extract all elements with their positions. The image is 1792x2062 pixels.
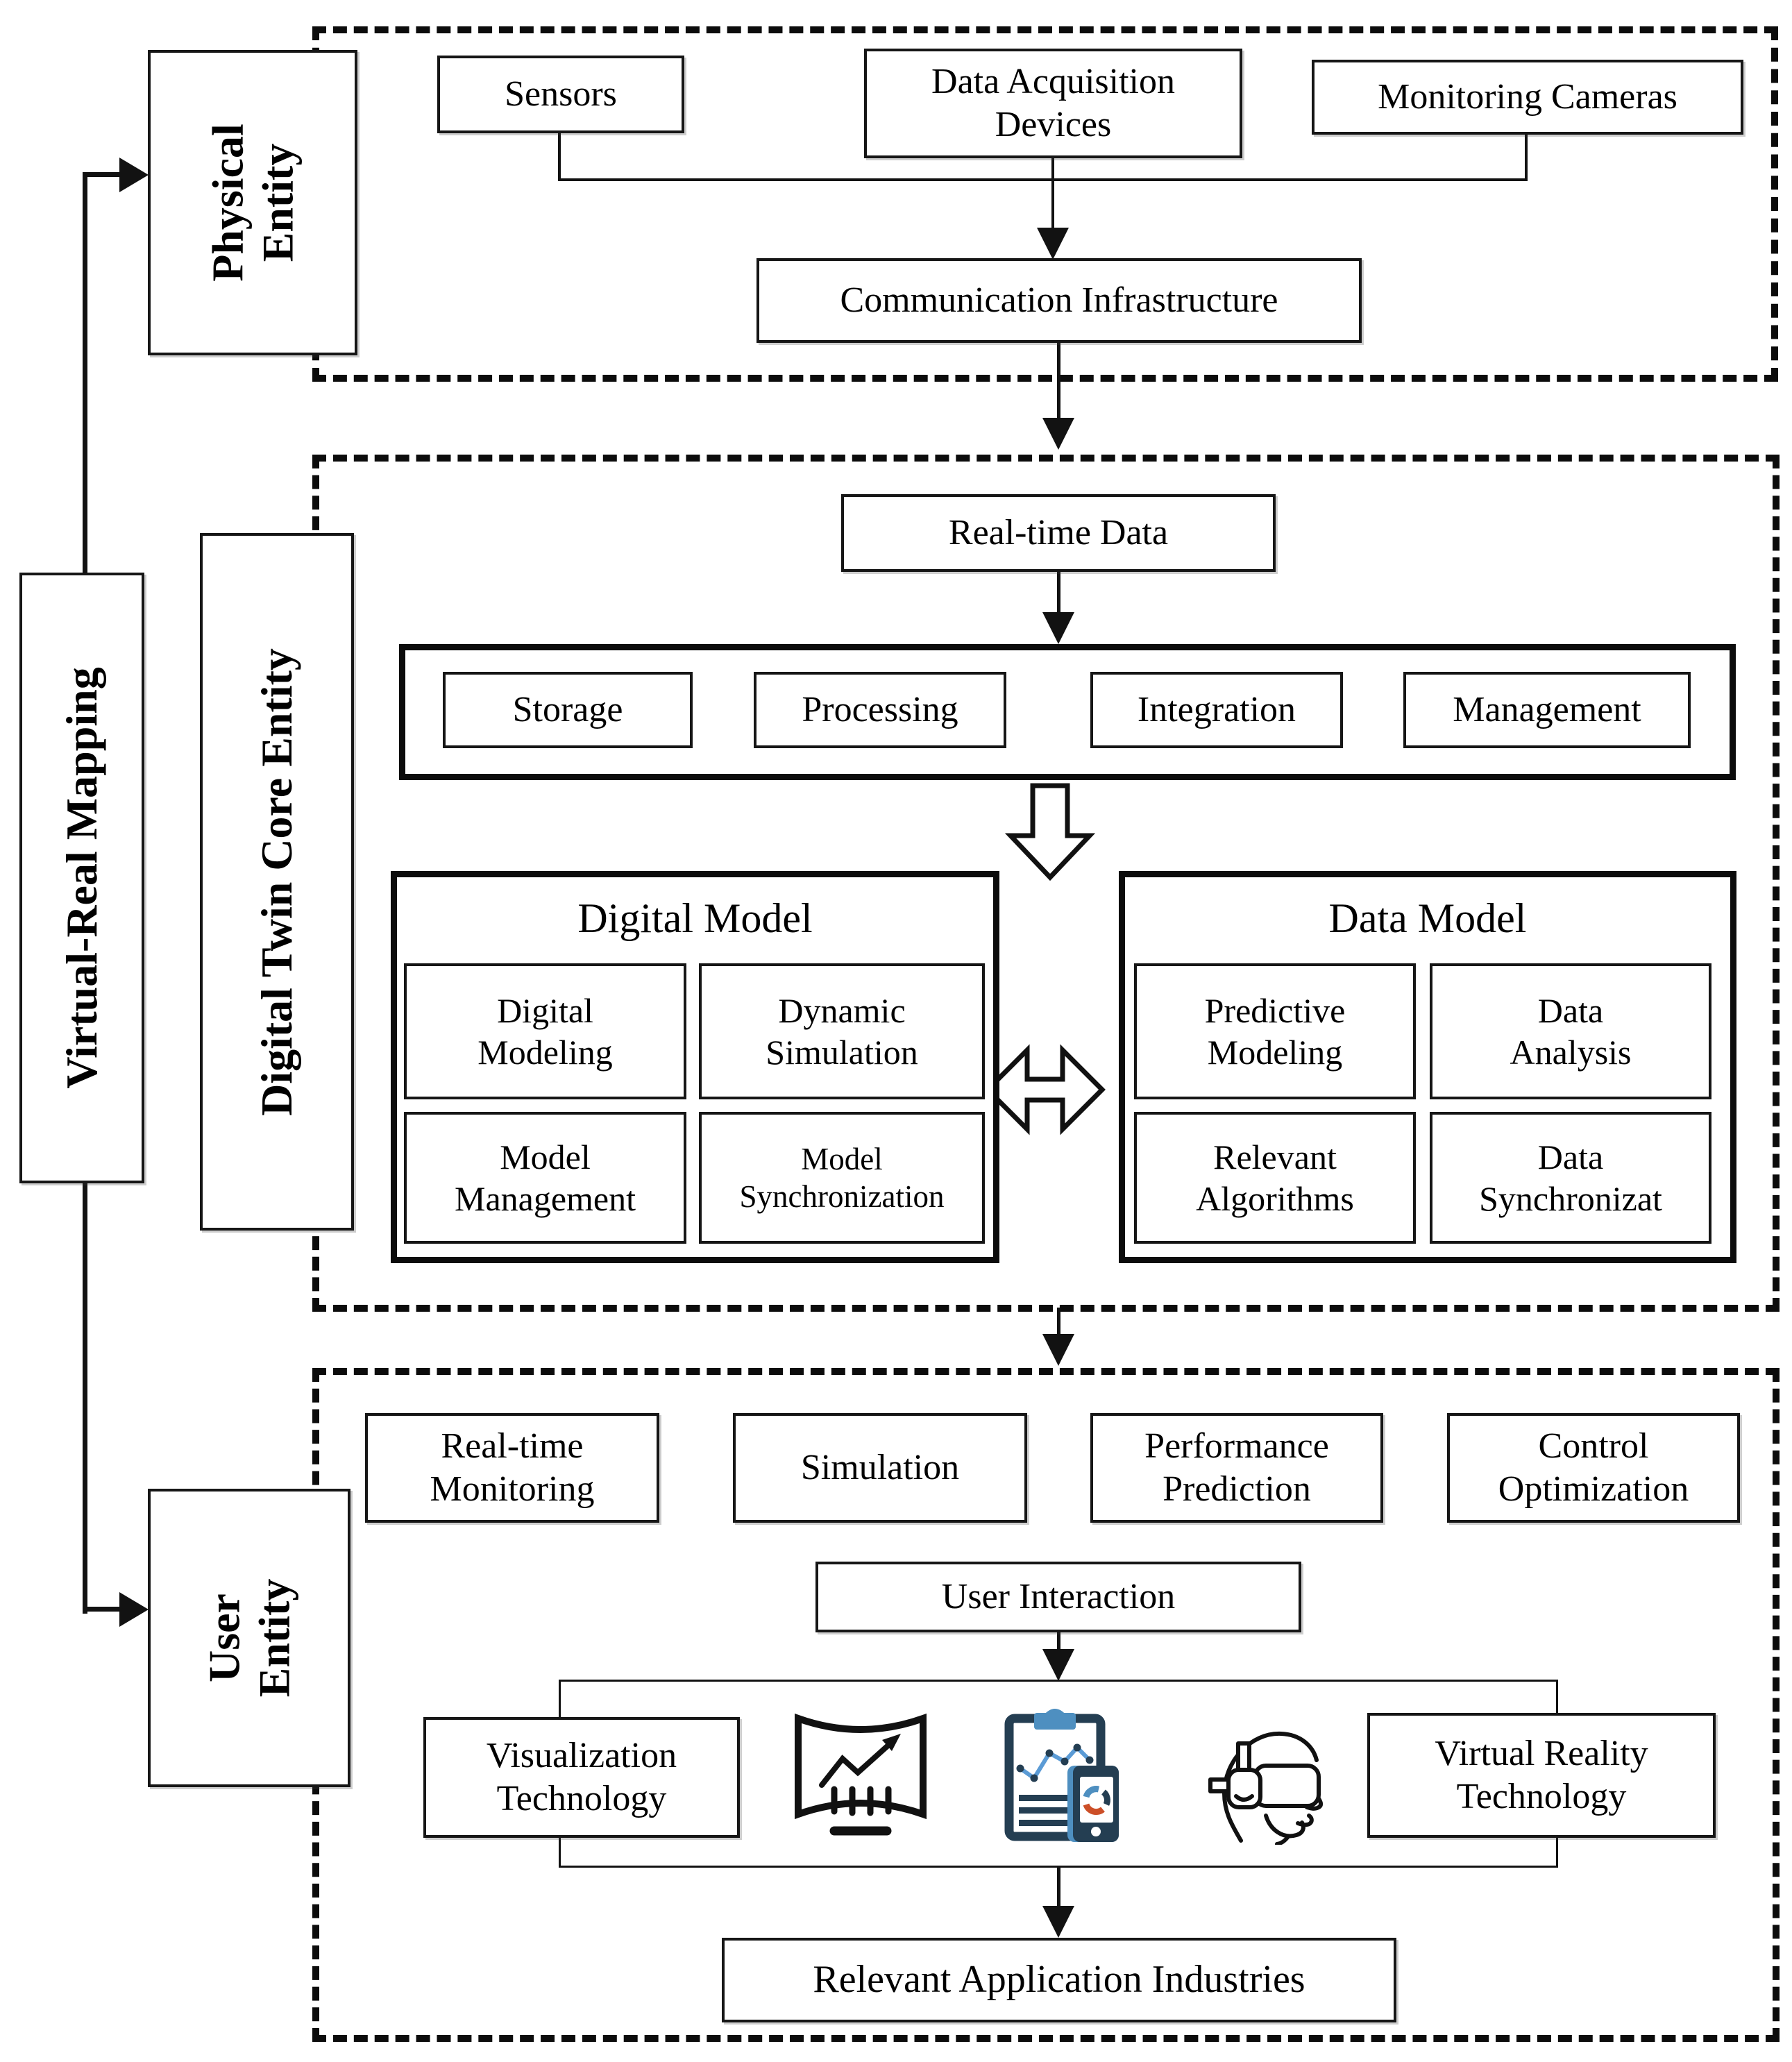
relevant-algorithms-box: Relevant Algorithms [1134, 1112, 1416, 1244]
physical-entity-label-box: Physical Entity [148, 50, 357, 355]
mapping-top-arrowhead-icon [119, 158, 149, 192]
visualization-technology-box: Visualization Technology [423, 1717, 740, 1838]
analytics-screen-icon [790, 1709, 931, 1845]
realtime-data-arrowhead-icon [1042, 612, 1074, 644]
user-interaction-label: User Interaction [941, 1576, 1176, 1616]
relevant-algorithms-label: Relevant Algorithms [1196, 1138, 1354, 1218]
collector-bus-line [558, 178, 1528, 181]
mapping-bottom-arrowhead-icon [119, 1592, 149, 1627]
realtime-monitoring-label: Real-time Monitoring [430, 1426, 595, 1509]
visualization-technology-label: Visualization Technology [486, 1735, 677, 1818]
realtime-data-box: Real-time Data [841, 494, 1276, 572]
storage-box: Storage [443, 672, 693, 748]
realtime-data-label: Real-time Data [948, 512, 1169, 552]
mapping-top-line [83, 172, 126, 177]
relevant-industries-label: Relevant Application Industries [813, 1958, 1305, 2002]
communication-infrastructure-label: Communication Infrastructure [840, 280, 1278, 320]
model-synchronization-label: Model Synchronization [739, 1142, 945, 1214]
data-acquisition-box: Data Acquisition Devices [864, 49, 1242, 158]
digital-twin-core-label: Digital Twin Core Entity [252, 648, 302, 1116]
user-entity-label-box: User Entity [148, 1489, 350, 1787]
mapping-bottom-line [83, 1607, 126, 1612]
integration-label: Integration [1137, 689, 1296, 729]
physical-entity-label: Physical Entity [203, 124, 302, 282]
model-exchange-double-arrow-icon [984, 1041, 1106, 1138]
data-acquisition-label: Data Acquisition Devices [931, 61, 1175, 144]
data-analysis-label: Data Analysis [1510, 991, 1632, 1072]
processing-box: Processing [754, 672, 1006, 748]
sensors-box: Sensors [437, 56, 684, 133]
storage-label: Storage [512, 689, 623, 729]
simulation-box: Simulation [733, 1413, 1027, 1523]
digital-modeling-box: Digital Modeling [404, 963, 686, 1099]
predictive-modeling-label: Predictive Modeling [1204, 991, 1346, 1072]
data-synchronization-box: Data Synchronizat [1430, 1112, 1711, 1244]
virtual-real-mapping-label: Virtual-Real Mapping [57, 667, 107, 1089]
digital-model-title: Digital Model [577, 895, 813, 941]
physical-to-core-arrowhead-icon [1042, 418, 1074, 450]
tech-bracket-top-line [559, 1680, 1558, 1682]
simulation-label: Simulation [800, 1447, 960, 1487]
model-management-box: Model Management [404, 1112, 686, 1244]
virtual-real-mapping-box: Virtual-Real Mapping [19, 573, 144, 1183]
cameras-drop-line [1525, 135, 1528, 180]
vr-headset-icon [1199, 1706, 1327, 1845]
model-synchronization-box: Model Synchronization [699, 1112, 985, 1244]
data-synchronization-label: Data Synchronizat [1479, 1138, 1662, 1218]
virtual-reality-technology-label: Virtual Reality Technology [1435, 1733, 1648, 1816]
monitoring-cameras-label: Monitoring Cameras [1378, 76, 1677, 117]
acquisition-arrowhead-icon [1037, 228, 1069, 260]
digital-modeling-label: Digital Modeling [477, 991, 613, 1072]
sensors-drop-line [558, 133, 561, 180]
communication-infrastructure-box: Communication Infrastructure [756, 258, 1362, 343]
model-management-label: Model Management [454, 1138, 636, 1218]
virtual-reality-technology-box: Virtual Reality Technology [1367, 1713, 1716, 1838]
data-model-title: Data Model [1328, 895, 1527, 941]
sensors-label: Sensors [505, 74, 617, 114]
monitoring-cameras-box: Monitoring Cameras [1312, 60, 1743, 135]
control-optimization-box: Control Optimization [1447, 1413, 1740, 1523]
integration-box: Integration [1090, 672, 1343, 748]
digital-twin-core-label-box: Digital Twin Core Entity [200, 533, 354, 1231]
management-box: Management [1403, 672, 1691, 748]
user-interaction-drop-line [1057, 1632, 1060, 1655]
user-interaction-arrowhead-icon [1042, 1649, 1074, 1681]
core-to-user-arrowhead-icon [1042, 1334, 1074, 1366]
tech-to-industries-line [1057, 1866, 1060, 1911]
dynamic-simulation-box: Dynamic Simulation [699, 963, 985, 1099]
user-entity-label: User Entity [199, 1578, 298, 1698]
pipeline-to-models-block-arrow-icon [1005, 783, 1095, 881]
physical-to-core-line [1057, 343, 1060, 421]
performance-prediction-label: Performance Prediction [1144, 1426, 1329, 1509]
performance-prediction-box: Performance Prediction [1090, 1413, 1383, 1523]
predictive-modeling-box: Predictive Modeling [1134, 963, 1416, 1099]
core-to-user-line [1057, 1308, 1060, 1338]
processing-label: Processing [802, 689, 958, 729]
management-label: Management [1453, 689, 1641, 729]
clipboard-report-icon [1004, 1699, 1127, 1843]
tech-to-industries-arrowhead-icon [1042, 1906, 1074, 1938]
realtime-monitoring-box: Real-time Monitoring [365, 1413, 659, 1523]
acquisition-drop-line [1051, 158, 1054, 230]
dynamic-simulation-label: Dynamic Simulation [766, 991, 918, 1072]
relevant-industries-box: Relevant Application Industries [722, 1938, 1396, 2022]
user-interaction-box: User Interaction [815, 1562, 1301, 1632]
data-analysis-box: Data Analysis [1430, 963, 1711, 1099]
control-optimization-label: Control Optimization [1498, 1426, 1689, 1509]
realtime-data-drop-line [1057, 572, 1060, 616]
